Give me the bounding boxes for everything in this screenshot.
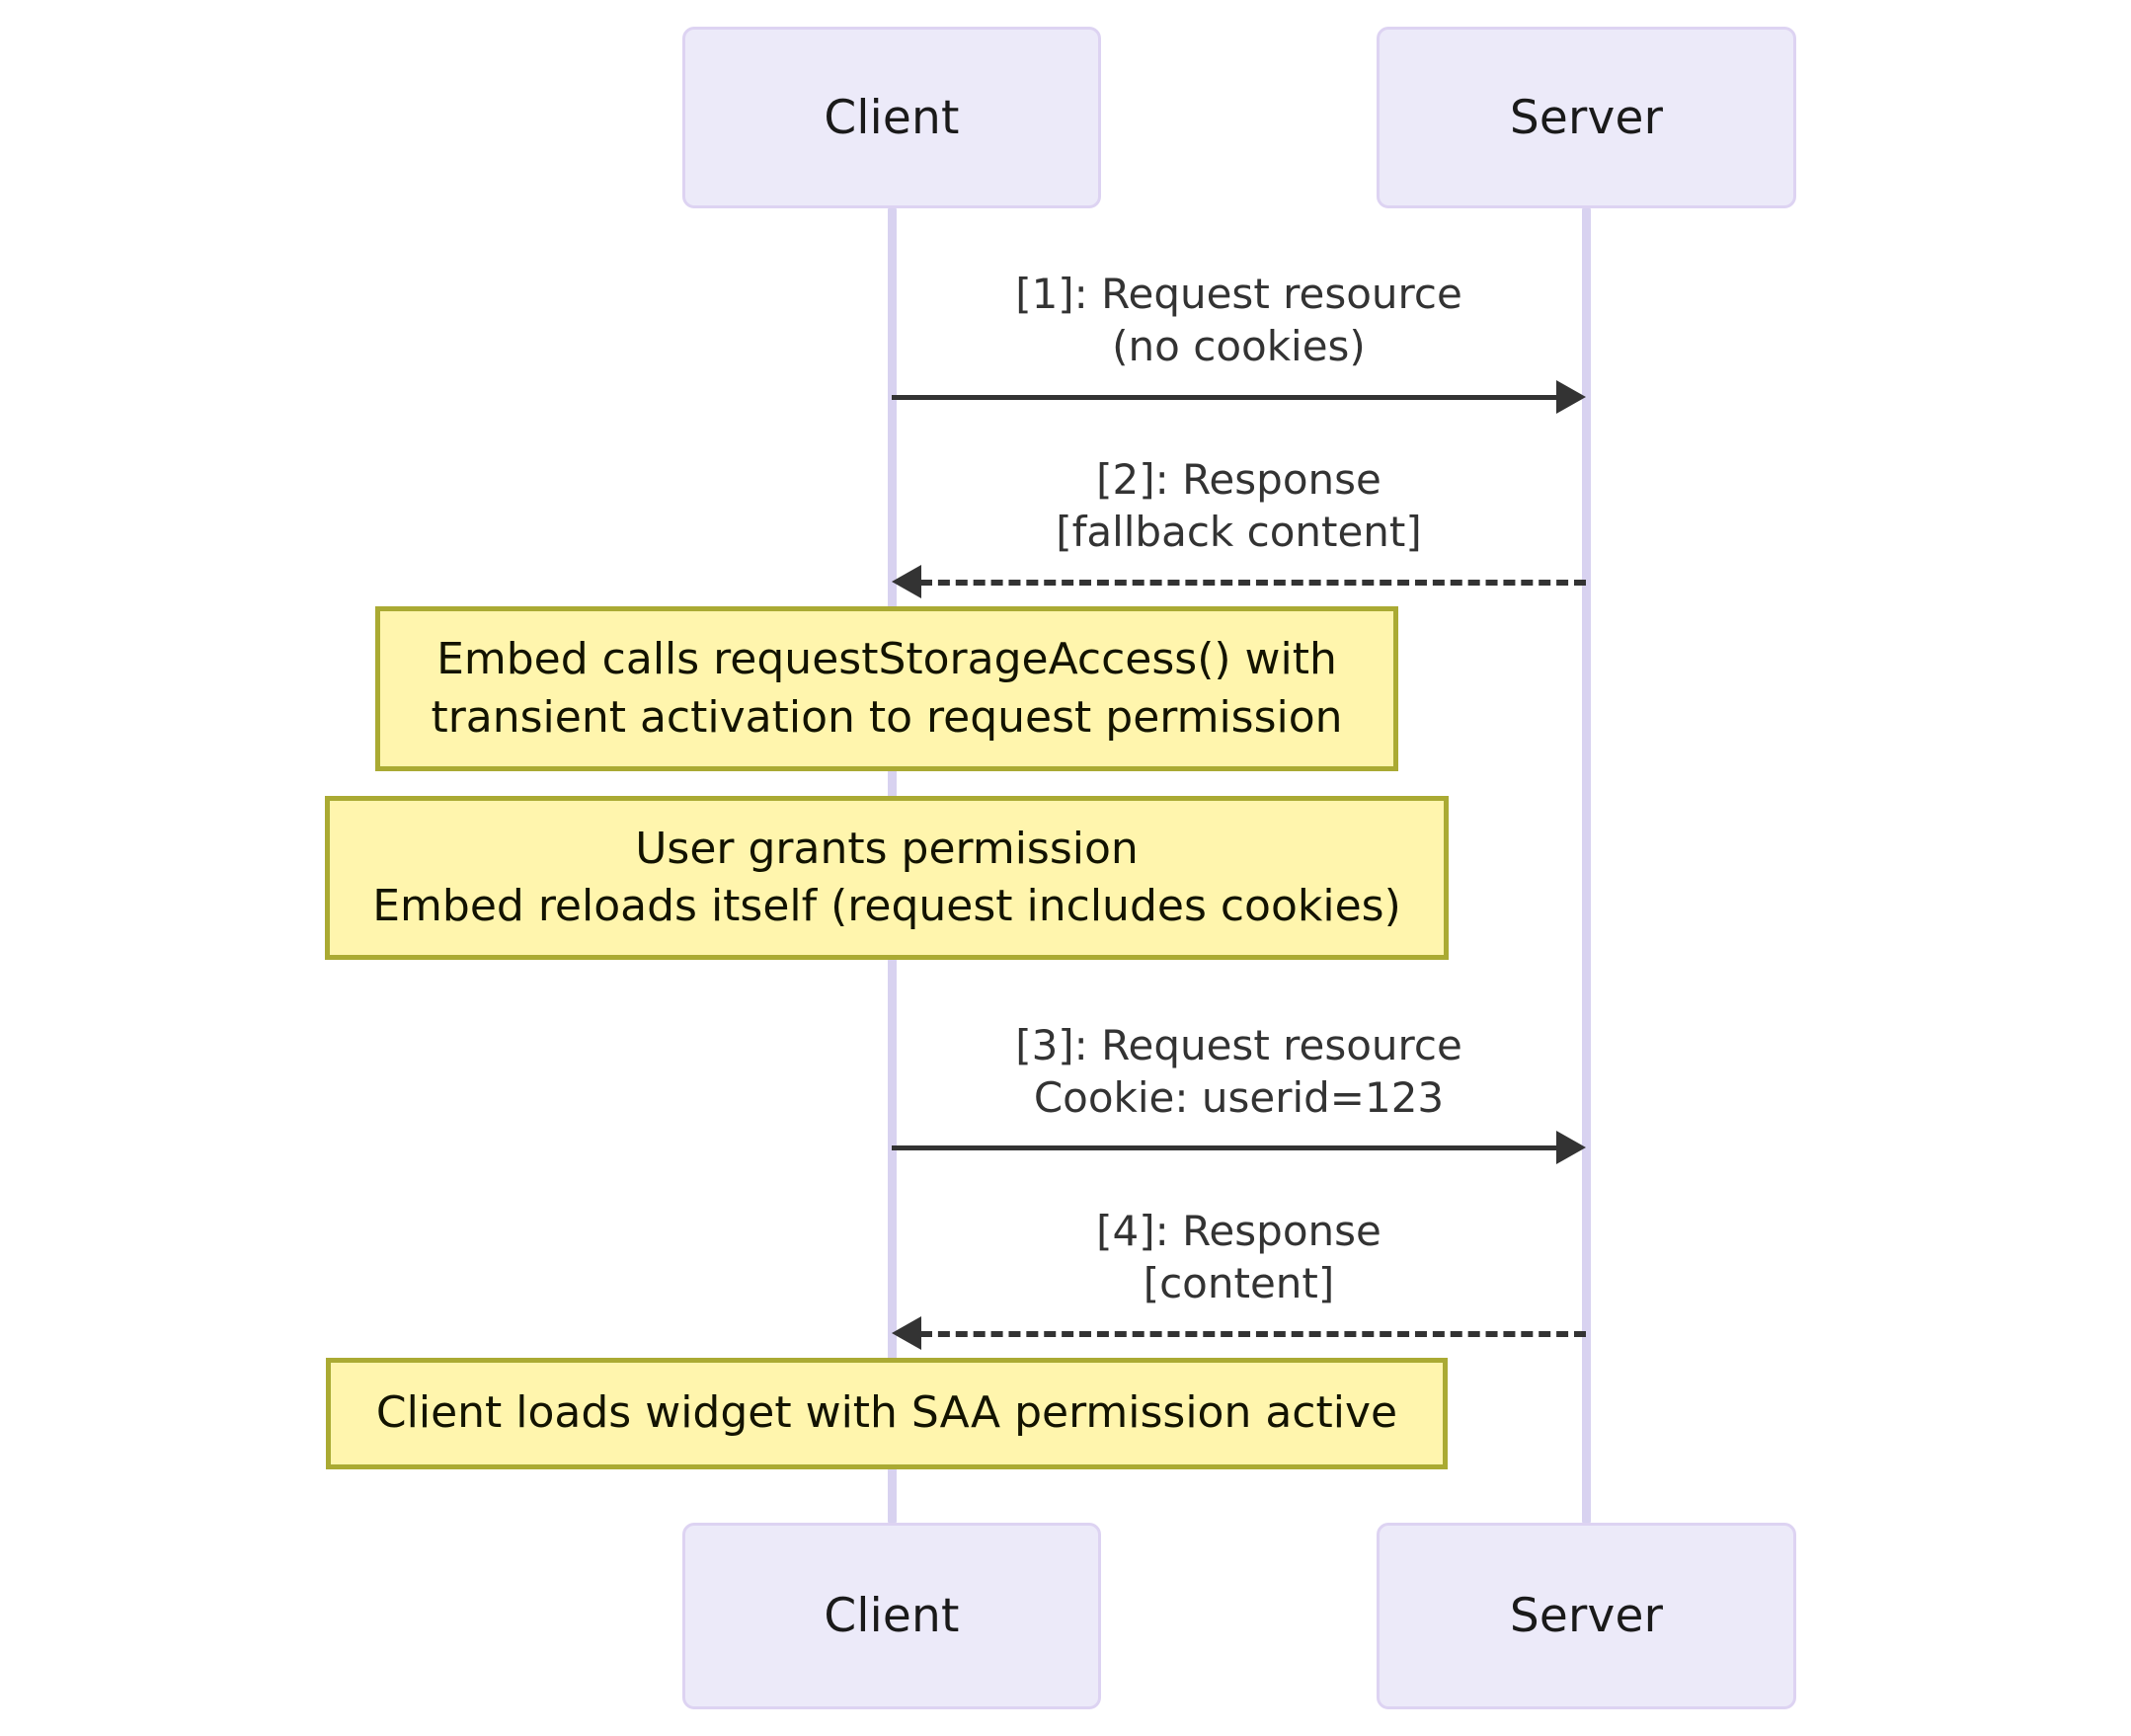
message-2-arrow-head-icon xyxy=(892,565,921,598)
participant-client-top[interactable]: Client xyxy=(682,27,1101,208)
note-1-line-2: transient activation to request permissi… xyxy=(431,691,1343,743)
lifeline-server xyxy=(1582,208,1591,1523)
note-user-grants-permission: User grants permission Embed reloads its… xyxy=(325,796,1449,960)
message-1-label: [1]: Request resource (no cookies) xyxy=(892,269,1586,372)
note-client-loads-widget: Client loads widget with SAA permission … xyxy=(326,1358,1448,1469)
message-3-line1: [3]: Request resource xyxy=(1015,1021,1462,1069)
participant-client-bottom-label: Client xyxy=(824,1589,960,1643)
message-4-line2: [content] xyxy=(1143,1258,1335,1307)
message-4-line1: [4]: Response xyxy=(1096,1207,1381,1255)
note-request-storage-access: Embed calls requestStorageAccess() with … xyxy=(375,606,1398,771)
message-1-arrow-head-icon xyxy=(1556,380,1586,414)
message-2-line1: [2]: Response xyxy=(1096,455,1381,504)
message-2-label: [2]: Response [fallback content] xyxy=(892,454,1586,558)
message-4-label: [4]: Response [content] xyxy=(892,1206,1586,1309)
participant-client-bottom[interactable]: Client xyxy=(682,1523,1101,1709)
message-3-arrow-line xyxy=(892,1145,1561,1150)
message-3-label: [3]: Request resource Cookie: userid=123 xyxy=(892,1020,1586,1124)
note-2-line-1: User grants permission xyxy=(635,823,1139,874)
message-3-line2: Cookie: userid=123 xyxy=(1033,1072,1445,1122)
note-2-line-2: Embed reloads itself (request includes c… xyxy=(372,881,1401,931)
message-1-line2: (no cookies) xyxy=(1112,321,1366,370)
message-1-arrow-line xyxy=(892,395,1561,400)
message-3-arrow-head-icon xyxy=(1556,1131,1586,1164)
note-3-line-1: Client loads widget with SAA permission … xyxy=(375,1387,1398,1439)
message-1-line1: [1]: Request resource xyxy=(1015,270,1462,318)
participant-server-top-label: Server xyxy=(1509,90,1664,145)
message-2-arrow-line xyxy=(920,580,1586,586)
note-1-line-1: Embed calls requestStorageAccess() with xyxy=(436,634,1337,685)
message-2-line2: [fallback content] xyxy=(1056,507,1422,556)
participant-server-bottom[interactable]: Server xyxy=(1377,1523,1796,1709)
message-4-arrow-head-icon xyxy=(892,1316,921,1350)
participant-server-bottom-label: Server xyxy=(1509,1589,1664,1643)
participant-client-top-label: Client xyxy=(824,90,960,145)
participant-server-top[interactable]: Server xyxy=(1377,27,1796,208)
message-4-arrow-line xyxy=(920,1331,1586,1337)
